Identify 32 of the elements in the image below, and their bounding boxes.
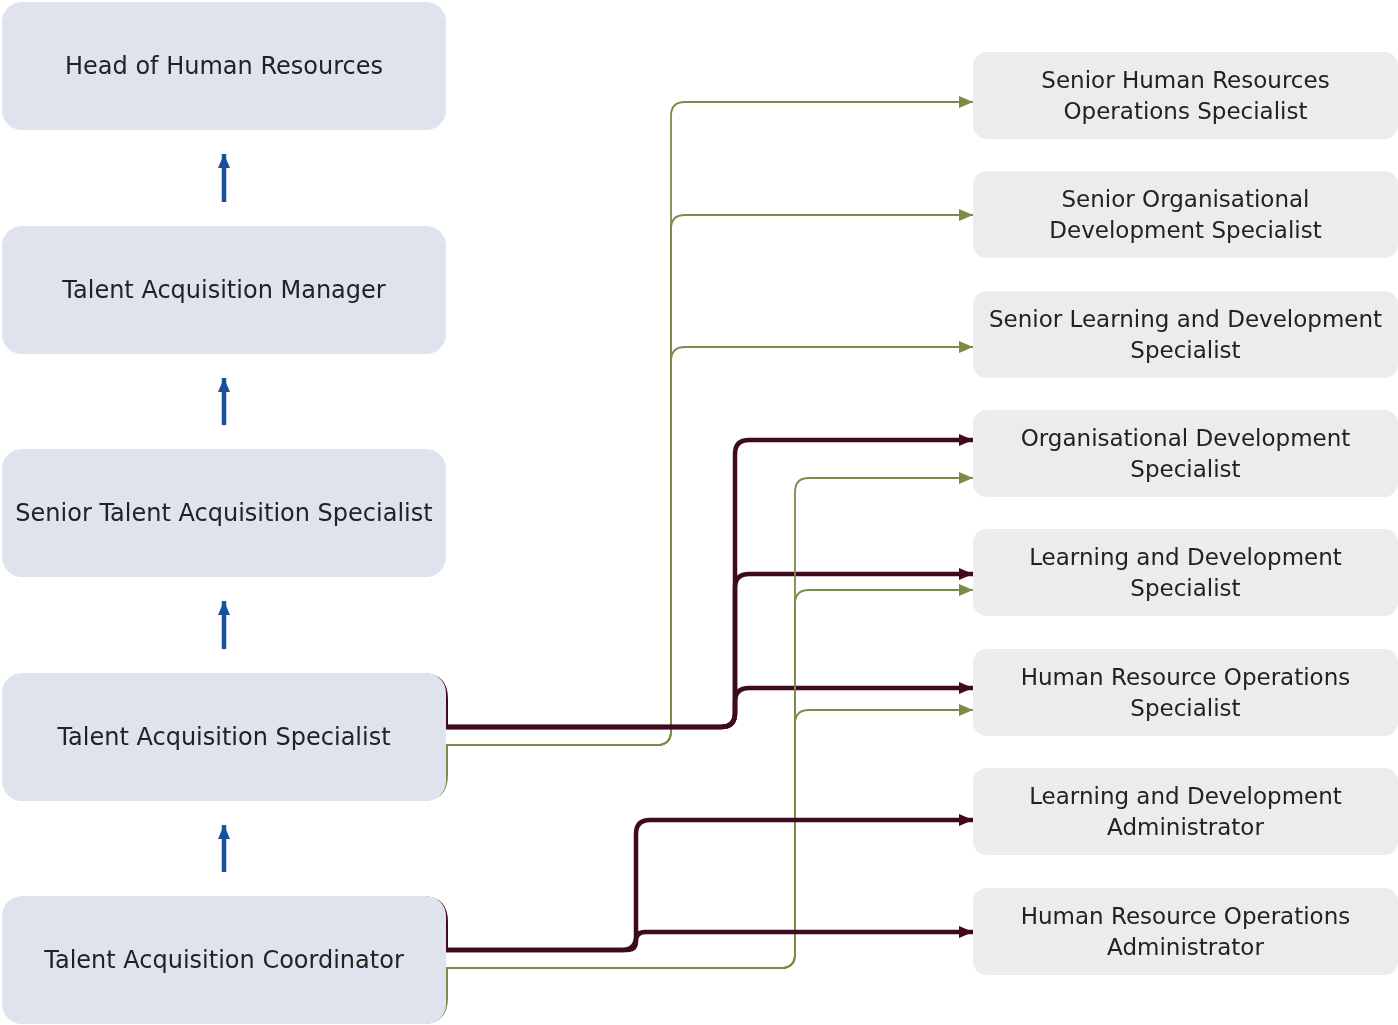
- role-box: [2, 449, 446, 577]
- role-title: Human Resource Operations Administrator: [1019, 901, 1352, 962]
- role-box: [2, 2, 446, 130]
- role-box: [973, 649, 1398, 736]
- role-box: [973, 52, 1398, 139]
- role-title: Learning and Development Administrator: [1028, 781, 1343, 842]
- role-box: [2, 896, 446, 1024]
- role-title: Head of Human Resources: [65, 51, 383, 82]
- role-title: Senior Learning and Development Specialist: [987, 304, 1384, 365]
- role-box: [973, 768, 1398, 855]
- role-title: Talent Acquisition Coordinator: [44, 945, 404, 976]
- role-box: [2, 226, 446, 354]
- role-title: Senior Human Resources Operations Specialist: [1040, 65, 1331, 126]
- role-box: [973, 529, 1398, 616]
- role-box: [973, 888, 1398, 975]
- arrow: [446, 682, 973, 730]
- role-title: Talent Acquisition Specialist: [57, 722, 391, 753]
- role-title: Talent Acquisition Manager: [62, 275, 386, 306]
- arrow: [218, 378, 230, 425]
- role-title: Learning and Development Specialist: [1028, 542, 1343, 603]
- arrow: [446, 926, 973, 953]
- role-box: [973, 171, 1398, 258]
- arrow: [218, 154, 230, 202]
- role-title: Organisational Development Specialist: [1019, 423, 1352, 484]
- role-box: [973, 291, 1398, 378]
- role-title: Human Resource Operations Specialist: [1019, 662, 1352, 723]
- role-title: Senior Talent Acquisition Specialist: [15, 498, 433, 529]
- arrow: [218, 825, 230, 872]
- role-title: Senior Organisational Development Specialist: [1048, 184, 1323, 245]
- role-box: [2, 673, 446, 801]
- role-box: [973, 410, 1398, 497]
- arrow: [218, 601, 230, 649]
